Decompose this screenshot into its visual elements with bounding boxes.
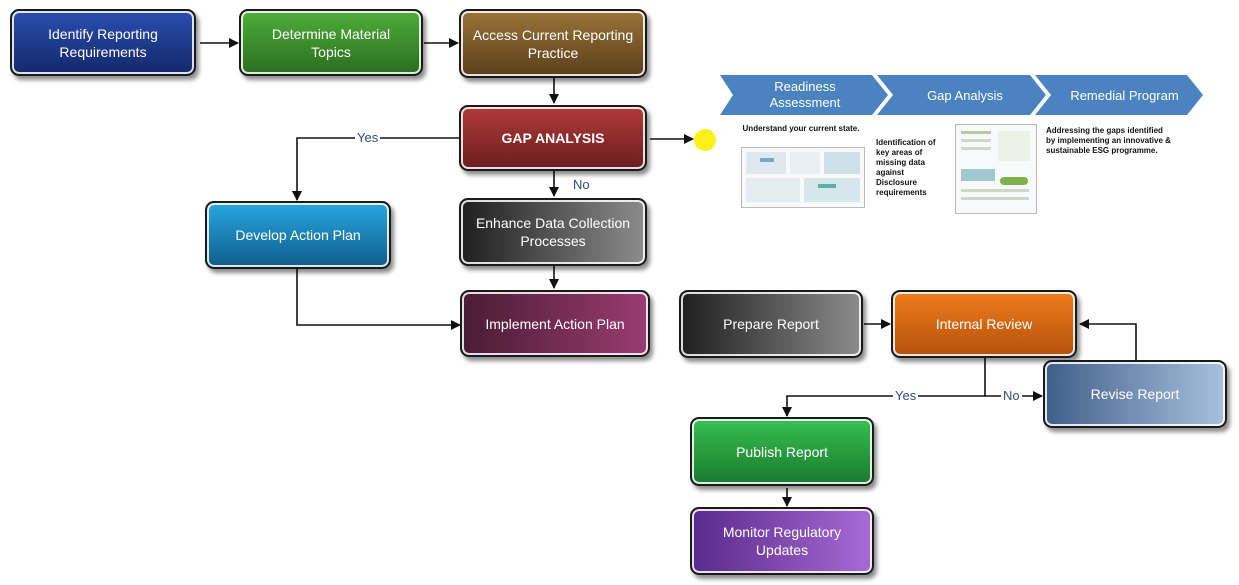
phase-label-remedial: Remedial Program xyxy=(1070,88,1179,103)
desc-readiness: Understand your current state. xyxy=(742,124,860,133)
edge-decision-publish xyxy=(782,395,985,417)
highlight-marker xyxy=(694,129,716,151)
node-publish-report: Publish Report xyxy=(690,417,874,486)
label-gap-no: No xyxy=(571,177,592,192)
edge-develop-implement xyxy=(296,268,461,330)
node-identify-reporting-requirements: Identify Reporting Requirements xyxy=(10,9,196,76)
label-review-no: No xyxy=(1001,388,1022,403)
node-gap-analysis: GAP ANALYSIS xyxy=(459,105,647,171)
phase-chevron-gap xyxy=(877,75,1046,115)
phase-chevron-remedial xyxy=(1035,75,1203,115)
phase-label-readiness: Readiness Assessment xyxy=(769,79,841,110)
node-revise-report: Revise Report xyxy=(1043,360,1227,428)
node-internal-review: Internal Review xyxy=(891,290,1077,358)
node-enhance-data-collection: Enhance Data Collection Processes xyxy=(459,198,647,266)
node-monitor-regulatory-updates: Monitor Regulatory Updates xyxy=(690,507,874,575)
edge-revise-internal xyxy=(1079,319,1137,360)
phase-chevron-readiness xyxy=(720,75,888,115)
desc-remedial: Addressing the gaps identified by implem… xyxy=(1046,126,1171,155)
label-gap-yes: Yes xyxy=(355,130,381,145)
node-implement-action-plan: Implement Action Plan xyxy=(460,290,650,357)
phase-label-gap: Gap Analysis xyxy=(927,88,1003,103)
node-develop-action-plan: Develop Action Plan xyxy=(205,201,391,269)
label-review-yes: Yes xyxy=(893,388,919,403)
node-access-current-reporting-practice: Access Current Reporting Practice xyxy=(459,9,647,78)
gap-thumbnail-image xyxy=(955,124,1037,214)
edge-gap-develop xyxy=(292,137,460,201)
node-prepare-report: Prepare Report xyxy=(679,290,863,358)
desc-gap: Identification of key areas of missing d… xyxy=(876,138,936,197)
node-determine-material-topics: Determine Material Topics xyxy=(239,9,423,76)
readiness-thumbnail-image xyxy=(741,147,865,208)
